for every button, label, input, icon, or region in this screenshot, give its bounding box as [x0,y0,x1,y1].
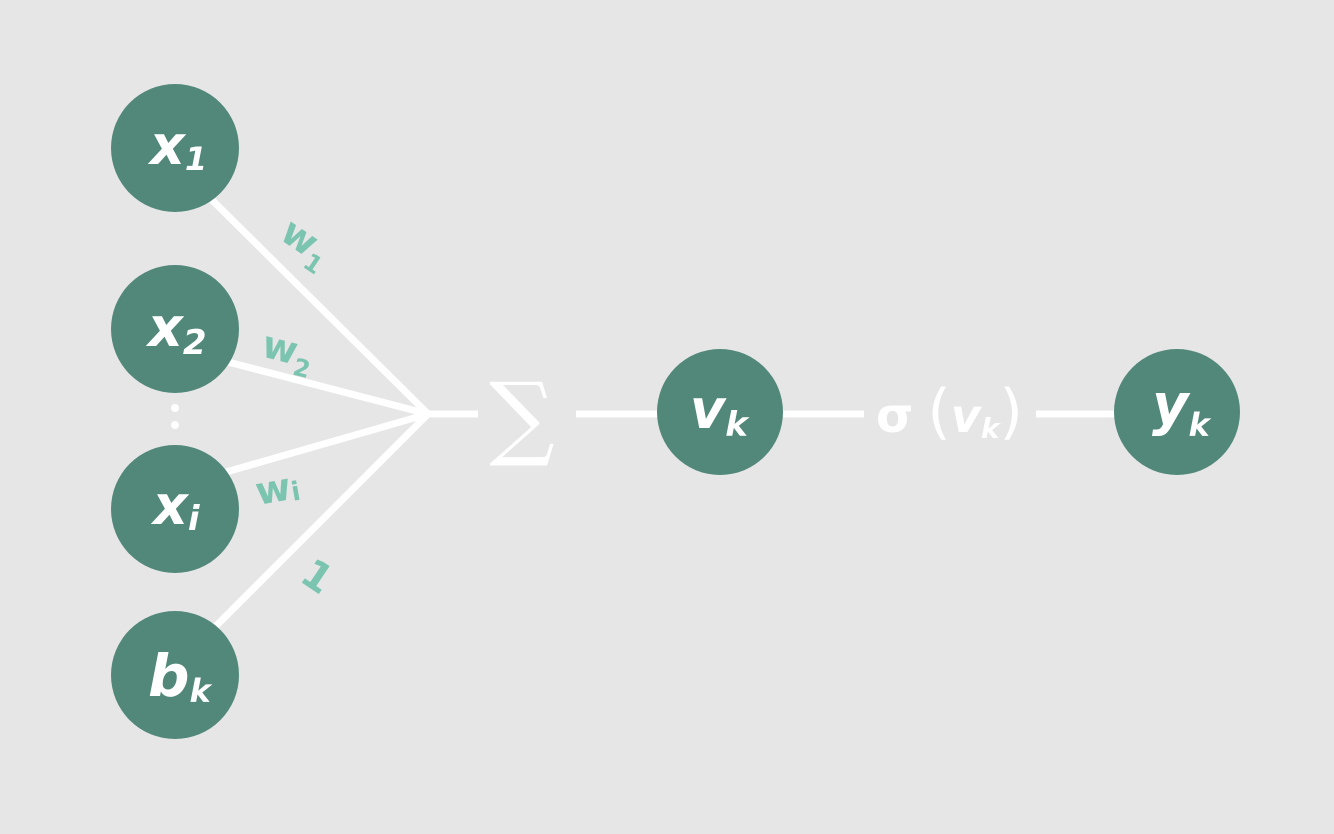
input-node-x1: x1 [111,84,239,212]
svg-text:xi: xi [150,474,201,539]
edge-x2 [227,358,429,418]
activation-label: σ(vk) [876,377,1023,447]
weight-label-bias: 1 [292,550,341,604]
weight-label-w2: w2 [256,322,319,384]
induced-field-node-vk: vk [657,349,783,475]
svg-text:vk: vk [690,378,750,445]
svg-text:yk: yk [1152,373,1212,444]
svg-text:x1: x1 [147,114,207,178]
bias-node-bk: bk [111,611,239,739]
edge-xi [225,410,429,476]
edges [207,195,1116,631]
output-node-yk: yk [1114,349,1240,475]
input-node-xi: xi [111,445,239,573]
ellipsis-dots [171,404,179,429]
edge-x1 [207,195,431,417]
svg-text:x2: x2 [145,296,207,363]
edge-bk [211,411,431,631]
weight-label-wi: wi [252,463,303,514]
summation-symbol: ∑ [489,363,555,470]
input-node-x2: x2 [111,265,239,393]
svg-text:bk: bk [148,642,213,710]
